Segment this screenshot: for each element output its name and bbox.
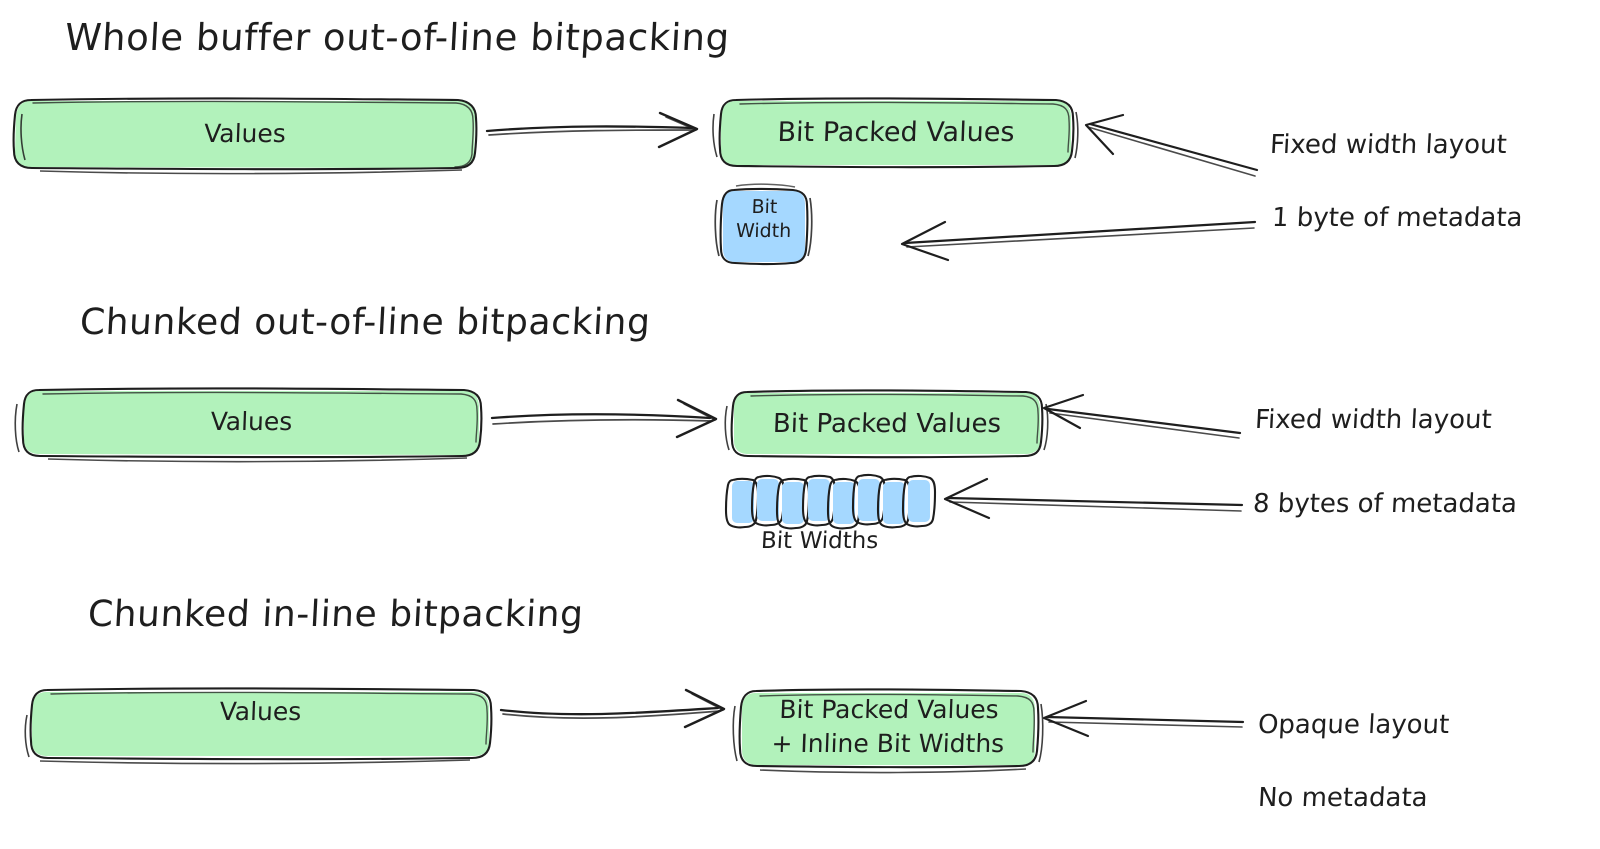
bit-width-label-row1: Bit Width xyxy=(721,196,807,244)
annotation-fixed-width-layout-row2: Fixed width layout xyxy=(1254,405,1493,435)
bit-packed-inline-box-row3 xyxy=(732,688,1044,774)
bit-packed-values-label-row1: Bit Packed Values xyxy=(777,117,1015,148)
section-heading-whole-buffer: Whole buffer out-of-line bitpacking xyxy=(63,16,731,59)
leader-one-byte-metadata-row1 xyxy=(900,220,1257,262)
bit-width-chunks-row2 xyxy=(724,473,937,530)
leader-fixed-width-row1 xyxy=(1084,113,1259,177)
bit-width-box-row1 xyxy=(714,183,813,266)
annotation-one-byte-metadata-row1: 1 byte of metadata xyxy=(1271,203,1524,233)
values-box-row3 xyxy=(24,687,493,765)
bit-packed-values-label-row2: Bit Packed Values xyxy=(772,409,1002,439)
bit-packed-inline-label-line1: Bit Packed Values xyxy=(778,695,1000,724)
leader-eight-bytes-metadata-row2 xyxy=(943,477,1244,520)
leader-fixed-width-row2 xyxy=(1042,393,1242,439)
bit-packed-inline-label-row3: Bit Packed Values + Inline Bit Widths xyxy=(741,693,1036,761)
values-box-label-row1: Values xyxy=(203,119,287,148)
bit-width-label-line2: Width xyxy=(735,219,792,242)
annotation-opaque-layout-row3: Opaque layout xyxy=(1257,710,1451,740)
bit-widths-caption-row2: Bit Widths xyxy=(760,528,879,554)
section-heading-chunked-out-of-line: Chunked out-of-line bitpacking xyxy=(78,302,652,343)
arrow-row3 xyxy=(499,688,726,729)
bit-packed-values-box-row1 xyxy=(712,97,1079,169)
leader-opaque-layout-row3 xyxy=(1042,699,1245,738)
bit-packed-values-box-row2 xyxy=(724,389,1049,459)
annotation-fixed-width-layout-row1: Fixed width layout xyxy=(1269,130,1508,160)
annotation-eight-bytes-metadata-row2: 8 bytes of metadata xyxy=(1252,489,1518,519)
section-heading-chunked-in-line: Chunked in-line bitpacking xyxy=(86,594,585,635)
arrow-row1 xyxy=(485,111,699,149)
values-box-label-row3: Values xyxy=(219,697,302,726)
annotation-no-metadata-row3: No metadata xyxy=(1257,783,1429,813)
arrow-row2 xyxy=(490,398,718,439)
bit-packed-inline-label-line2: + Inline Bit Widths xyxy=(771,728,1005,758)
bit-width-label-line1: Bit xyxy=(751,196,778,218)
values-box-row2 xyxy=(14,387,483,463)
values-box-label-row2: Values xyxy=(210,407,293,436)
values-box-row1 xyxy=(12,97,478,175)
